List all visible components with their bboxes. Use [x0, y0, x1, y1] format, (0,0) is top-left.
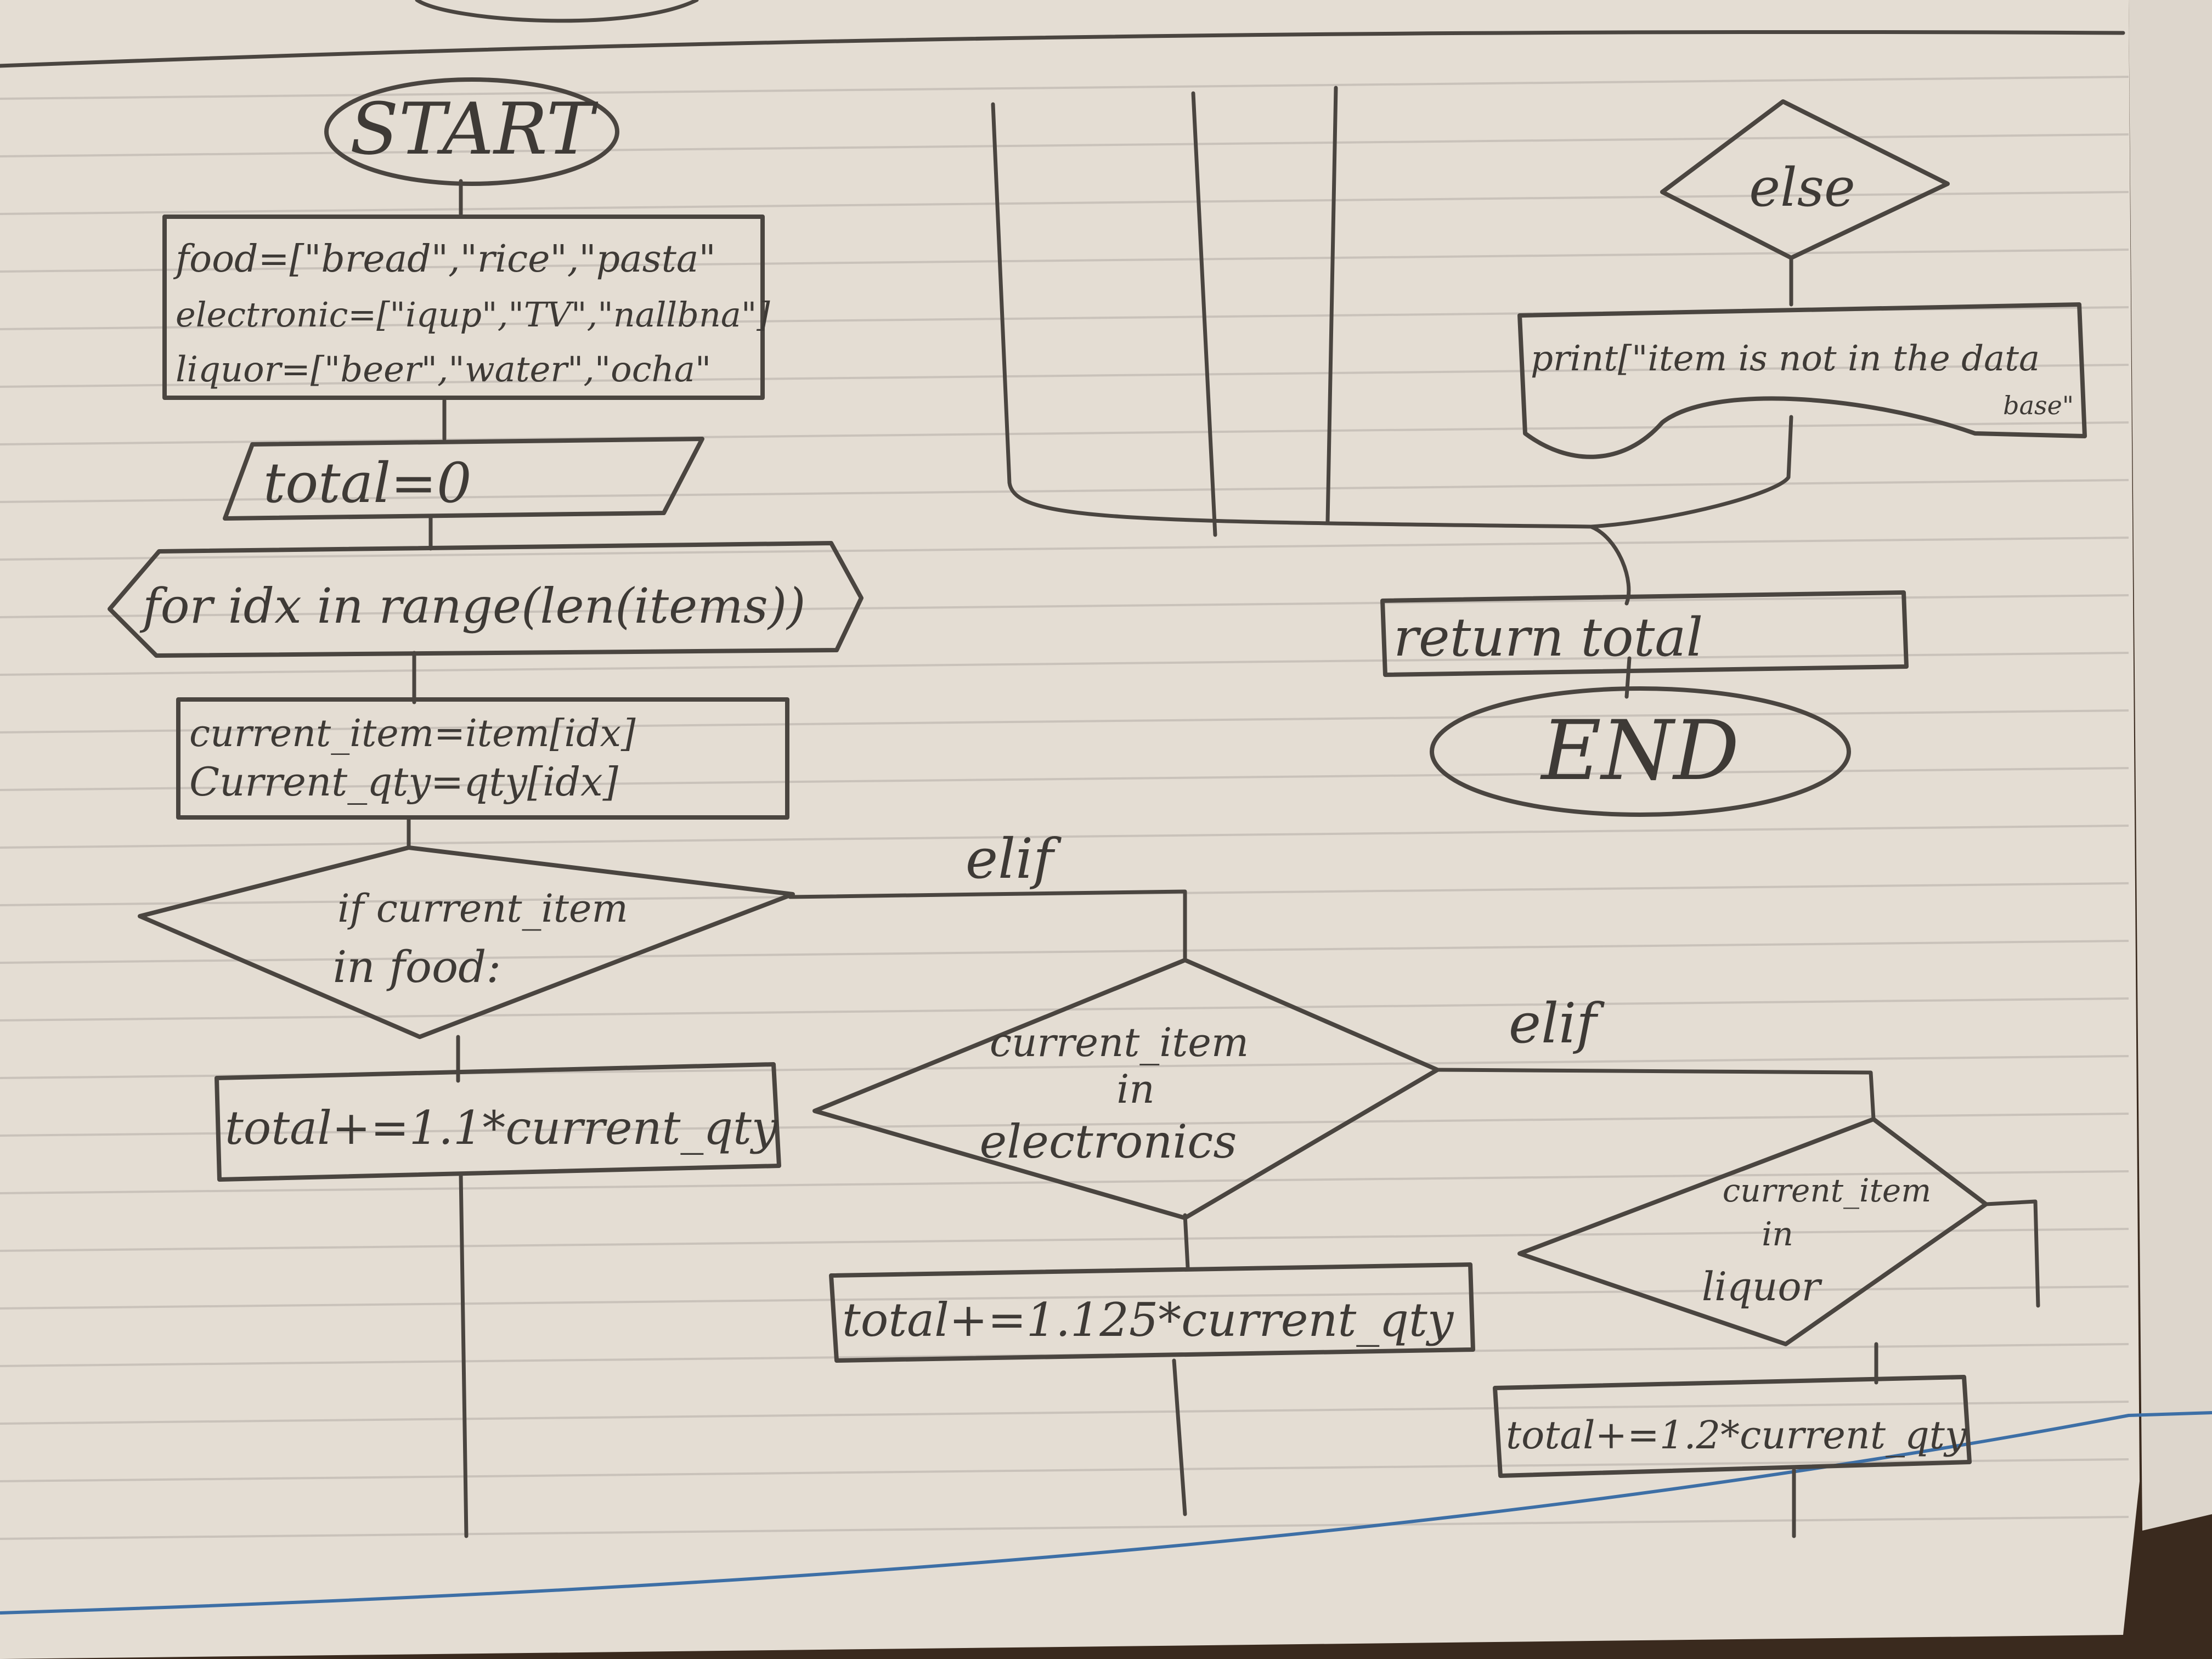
- ruled-line: [0, 421, 2129, 445]
- food-decision-diamond: if current_item in food:: [138, 845, 795, 1039]
- ruled-lines: [0, 76, 2129, 1540]
- loop-label: for idx in range(len(items)): [139, 578, 806, 634]
- elif-label-2: elif: [1509, 991, 1605, 1056]
- init-food-line: food=["bread","rice","pasta": [173, 238, 716, 281]
- electronics-decision-line1: current_item: [990, 1019, 1249, 1065]
- liquor-action-label: total+=1.2*current_qty: [1506, 1413, 1967, 1458]
- flow-connectors: [407, 86, 2040, 1538]
- else-decision-diamond: else: [1660, 99, 1950, 260]
- total-init-label: total=0: [263, 451, 472, 515]
- food-decision-line2: in food:: [333, 941, 501, 992]
- ruled-line: [0, 594, 2129, 618]
- top-divider-line: [0, 30, 2125, 68]
- ruled-line: [0, 76, 2129, 100]
- ruled-line: [0, 191, 2129, 215]
- electronics-action-box: total+=1.125*current_qty: [829, 1262, 1475, 1363]
- else-label: else: [1749, 157, 1855, 218]
- ruled-line: [0, 1228, 2129, 1252]
- next-page-edge: [2129, 0, 2212, 1531]
- liquor-decision-line1: current_item: [1723, 1172, 1931, 1209]
- print-document-shape: print["item is not in the data base": [1517, 302, 2087, 459]
- loop-hexagon: for idx in range(len(items)): [108, 541, 864, 658]
- start-terminator: START: [324, 77, 619, 186]
- return-box: return total: [1380, 590, 1909, 677]
- liquor-decision-line3: liquor: [1702, 1263, 1822, 1310]
- ruled-line: [0, 1285, 2129, 1310]
- init-electronic-line: electronic=["iqup","TV","nallbna"]: [176, 295, 770, 335]
- page-top-shape: [415, 0, 699, 23]
- ruled-line: [0, 1113, 2129, 1137]
- elif-label-1: elif: [966, 827, 1062, 891]
- return-label: return total: [1393, 607, 1703, 668]
- print-line1: print["item is not in the data: [1531, 338, 2040, 379]
- total-init-parallelogram: total=0: [223, 437, 704, 521]
- end-label: END: [1539, 703, 1739, 799]
- ruled-line: [0, 537, 2129, 561]
- electronics-action-label: total+=1.125*current_qty: [842, 1293, 1454, 1347]
- ruled-line: [0, 1458, 2129, 1482]
- ruled-line: [0, 767, 2129, 791]
- ruled-line: [0, 1401, 2129, 1425]
- food-action-label: total+=1.1*current_qty: [225, 1101, 778, 1155]
- ruled-line: [0, 940, 2129, 964]
- food-decision-line1: if current_item: [337, 886, 628, 931]
- ruled-line: [0, 479, 2129, 503]
- assign-item-line: current_item=item[idx]: [189, 712, 636, 755]
- end-terminator: END: [1430, 686, 1851, 817]
- start-label: START: [350, 87, 599, 171]
- ruled-line: [0, 133, 2129, 157]
- ruled-line: [0, 652, 2129, 676]
- ruled-line: [0, 1516, 2129, 1540]
- init-liquor-line: liquor=["beer","water","ocha": [176, 349, 711, 390]
- food-action-box: total+=1.1*current_qty: [215, 1062, 781, 1182]
- ruled-line: [0, 364, 2129, 388]
- init-lists-box: food=["bread","rice","pasta" electronic=…: [162, 215, 770, 400]
- assign-qty-line: Current_qty=qty[idx]: [189, 759, 619, 805]
- electronics-decision-line3: electronics: [980, 1115, 1237, 1169]
- electronics-decision-diamond: current_item in electronics: [812, 958, 1440, 1220]
- print-line2: base": [2003, 391, 2074, 420]
- ruled-line: [0, 249, 2129, 273]
- assign-box: current_item=item[idx] Current_qty=qty[i…: [176, 697, 789, 820]
- liquor-decision-diamond: current_item in liquor: [1517, 1117, 1988, 1346]
- liquor-action-box: total+=1.2*current_qty: [1493, 1375, 1972, 1478]
- ruled-line: [0, 825, 2129, 849]
- ruled-line: [0, 709, 2129, 733]
- liquor-decision-line2: in: [1762, 1215, 1793, 1254]
- electronics-decision-line2: in: [1116, 1066, 1154, 1112]
